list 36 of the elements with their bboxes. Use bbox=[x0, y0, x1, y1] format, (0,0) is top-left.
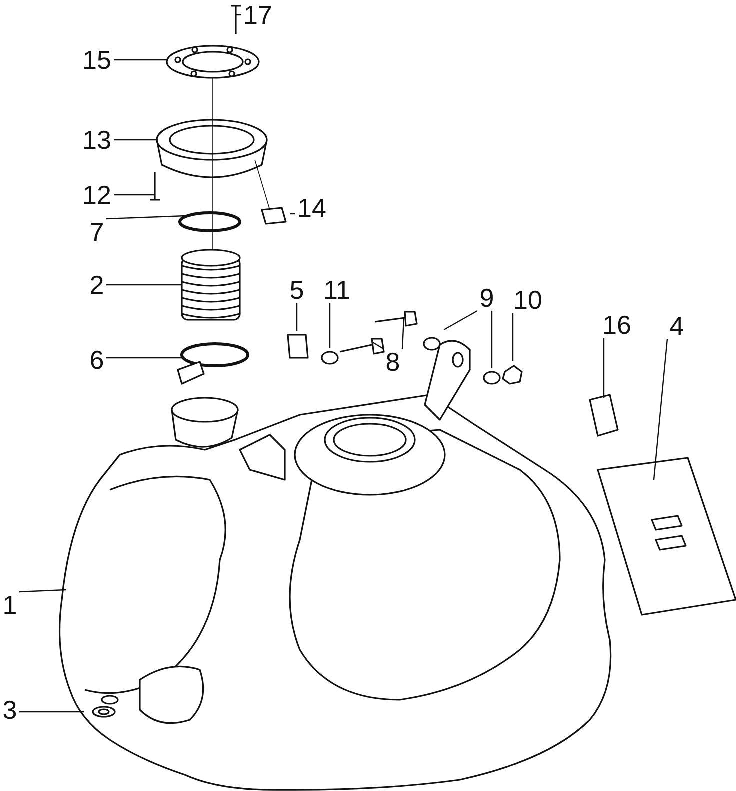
leader-line bbox=[444, 310, 478, 331]
callout-number: 6 bbox=[88, 347, 106, 373]
leader-line bbox=[106, 284, 182, 286]
callout-number: 3 bbox=[0, 697, 20, 723]
leader-line bbox=[402, 318, 405, 350]
leader-line bbox=[512, 313, 514, 361]
leader-line bbox=[106, 215, 186, 220]
leader-line bbox=[603, 338, 605, 398]
callout-number: 9 bbox=[478, 285, 496, 311]
callout-number: 1 bbox=[0, 592, 20, 618]
leader-line bbox=[114, 59, 168, 61]
leader-line bbox=[236, 14, 241, 16]
leader-line bbox=[329, 303, 331, 348]
callout-number: 15 bbox=[80, 47, 114, 73]
leader-line bbox=[372, 341, 384, 350]
callout-number: 17 bbox=[241, 2, 275, 28]
leader-line bbox=[20, 711, 84, 713]
callout-number: 10 bbox=[511, 287, 545, 313]
callout-number: 5 bbox=[288, 277, 306, 303]
callout-number: 7 bbox=[88, 219, 106, 245]
callout-number: 8 bbox=[384, 349, 402, 375]
callout-number: 16 bbox=[600, 312, 634, 338]
leader-line bbox=[290, 213, 295, 215]
leader-line bbox=[653, 338, 668, 480]
leader-line bbox=[296, 303, 298, 331]
callout-number: 4 bbox=[668, 313, 686, 339]
callout-number: 12 bbox=[80, 182, 114, 208]
leader-line bbox=[491, 311, 493, 368]
callout-number: 14 bbox=[295, 195, 329, 221]
leader-line bbox=[19, 589, 66, 593]
callout-number: 2 bbox=[88, 272, 106, 298]
leader-line bbox=[114, 139, 158, 141]
callout-number: 11 bbox=[320, 277, 354, 303]
leader-line bbox=[106, 357, 184, 359]
leader-line bbox=[114, 194, 155, 196]
callout-number: 13 bbox=[80, 127, 114, 153]
